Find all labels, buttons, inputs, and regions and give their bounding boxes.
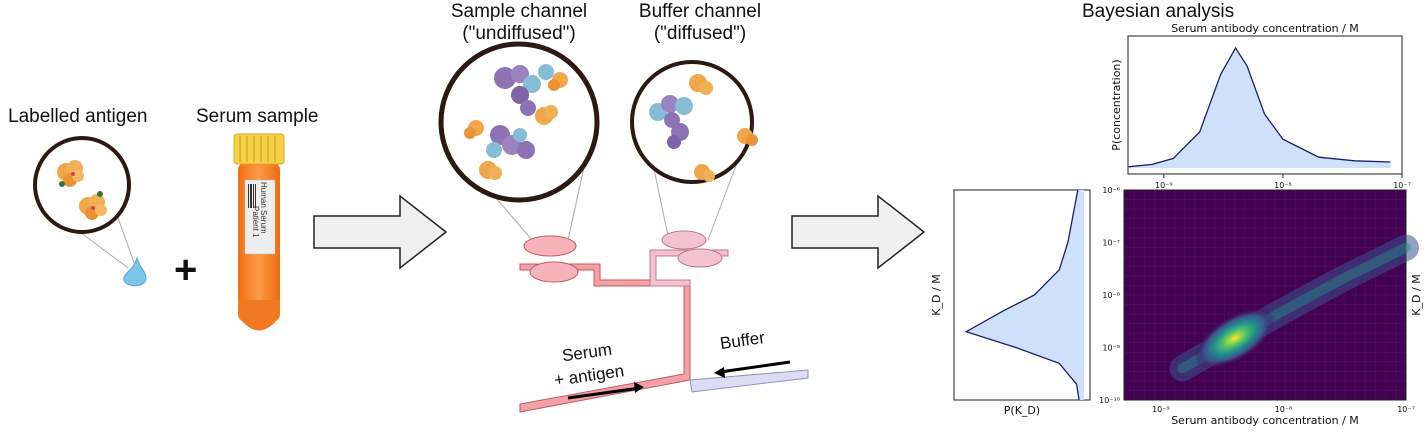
x-tick-label: 10⁻⁷ — [1397, 405, 1415, 414]
concentration-density-chart: 10⁻⁹ 10⁻⁸ 10⁻⁷ Serum antibody concentration… — [1110, 22, 1411, 190]
x-tick-label: 10⁻⁸ — [1274, 181, 1292, 190]
x-tick-label: 10⁻⁹ — [1155, 181, 1173, 190]
antigen-zoom-circle — [33, 136, 137, 269]
y-tick-label: 10⁻⁷ — [1102, 239, 1120, 248]
x-tick-label: 10⁻⁸ — [1275, 405, 1293, 414]
posterior-peak — [1193, 307, 1276, 369]
sample-channel-title: Sample channel — [450, 1, 588, 22]
antigen-molecule-icon — [464, 72, 568, 180]
y-tick-label: 10⁻⁶ — [1102, 186, 1120, 195]
labelled-antigen-label: Labelled antigen — [8, 106, 148, 127]
sample-channel-subtitle: ("undiffused") — [462, 23, 576, 44]
y-tick-label: 10⁻¹⁰ — [1099, 396, 1120, 405]
antigen-molecule-icon — [57, 160, 84, 187]
chart-title: Serum antibody concentration / M — [1171, 22, 1359, 35]
buffer-channel-zoom-circle — [630, 60, 758, 241]
process-arrow-icon — [313, 194, 448, 270]
kd-density-chart: K_D / M P(K_D) — [930, 189, 1091, 417]
x-tick-label: 10⁻⁷ — [1393, 181, 1411, 190]
x-axis-label: Serum antibody concentration / M — [1171, 414, 1359, 427]
microfluidic-device — [519, 230, 809, 413]
antibody-icon — [494, 64, 554, 116]
tube-label-line1: Human Serum — [259, 182, 268, 234]
y-tick-label: 10⁻⁸ — [1102, 291, 1120, 300]
posterior-heatmap-chart: 10⁻⁹ 10⁻⁸ 10⁻⁷ 10⁻¹⁰ 10⁻⁹ 10⁻⁸ 10⁻⁷ 10⁻⁶ Serum a… — [1099, 186, 1423, 427]
buffer-channel-title: Buffer channel — [638, 1, 762, 22]
process-arrow-icon — [791, 194, 926, 270]
serum-sample-label: Serum sample — [196, 106, 319, 127]
antibody-icon — [649, 95, 693, 149]
antibody-icon — [486, 125, 535, 159]
x-axis-label: P(K_D) — [1004, 404, 1040, 417]
y-axis-label: P(concentration) — [1110, 59, 1123, 150]
buffer-channel-subtitle: ("diffused") — [653, 23, 747, 44]
density-line — [964, 189, 1080, 401]
x-tick-label: 10⁻⁹ — [1152, 405, 1170, 414]
y-tick-label: 10⁻⁹ — [1102, 344, 1120, 353]
droplet-icon — [123, 256, 147, 287]
y-axis-label: K_D / M — [930, 274, 943, 315]
serum-tube-icon — [233, 133, 285, 331]
bayesian-analysis-title: Bayesian analysis — [1082, 1, 1235, 22]
antigen-molecule-icon — [79, 191, 107, 220]
y-axis-label-right: K_D / M — [1410, 274, 1423, 315]
density-line — [1127, 46, 1391, 168]
density-area — [966, 190, 1084, 400]
plus-sign: + — [174, 248, 198, 292]
antigen-molecule-icon — [689, 74, 758, 182]
sample-channel-zoom-circle — [438, 41, 600, 241]
density-area — [1128, 48, 1391, 168]
tube-label-line2: Patient 1 — [251, 206, 260, 238]
